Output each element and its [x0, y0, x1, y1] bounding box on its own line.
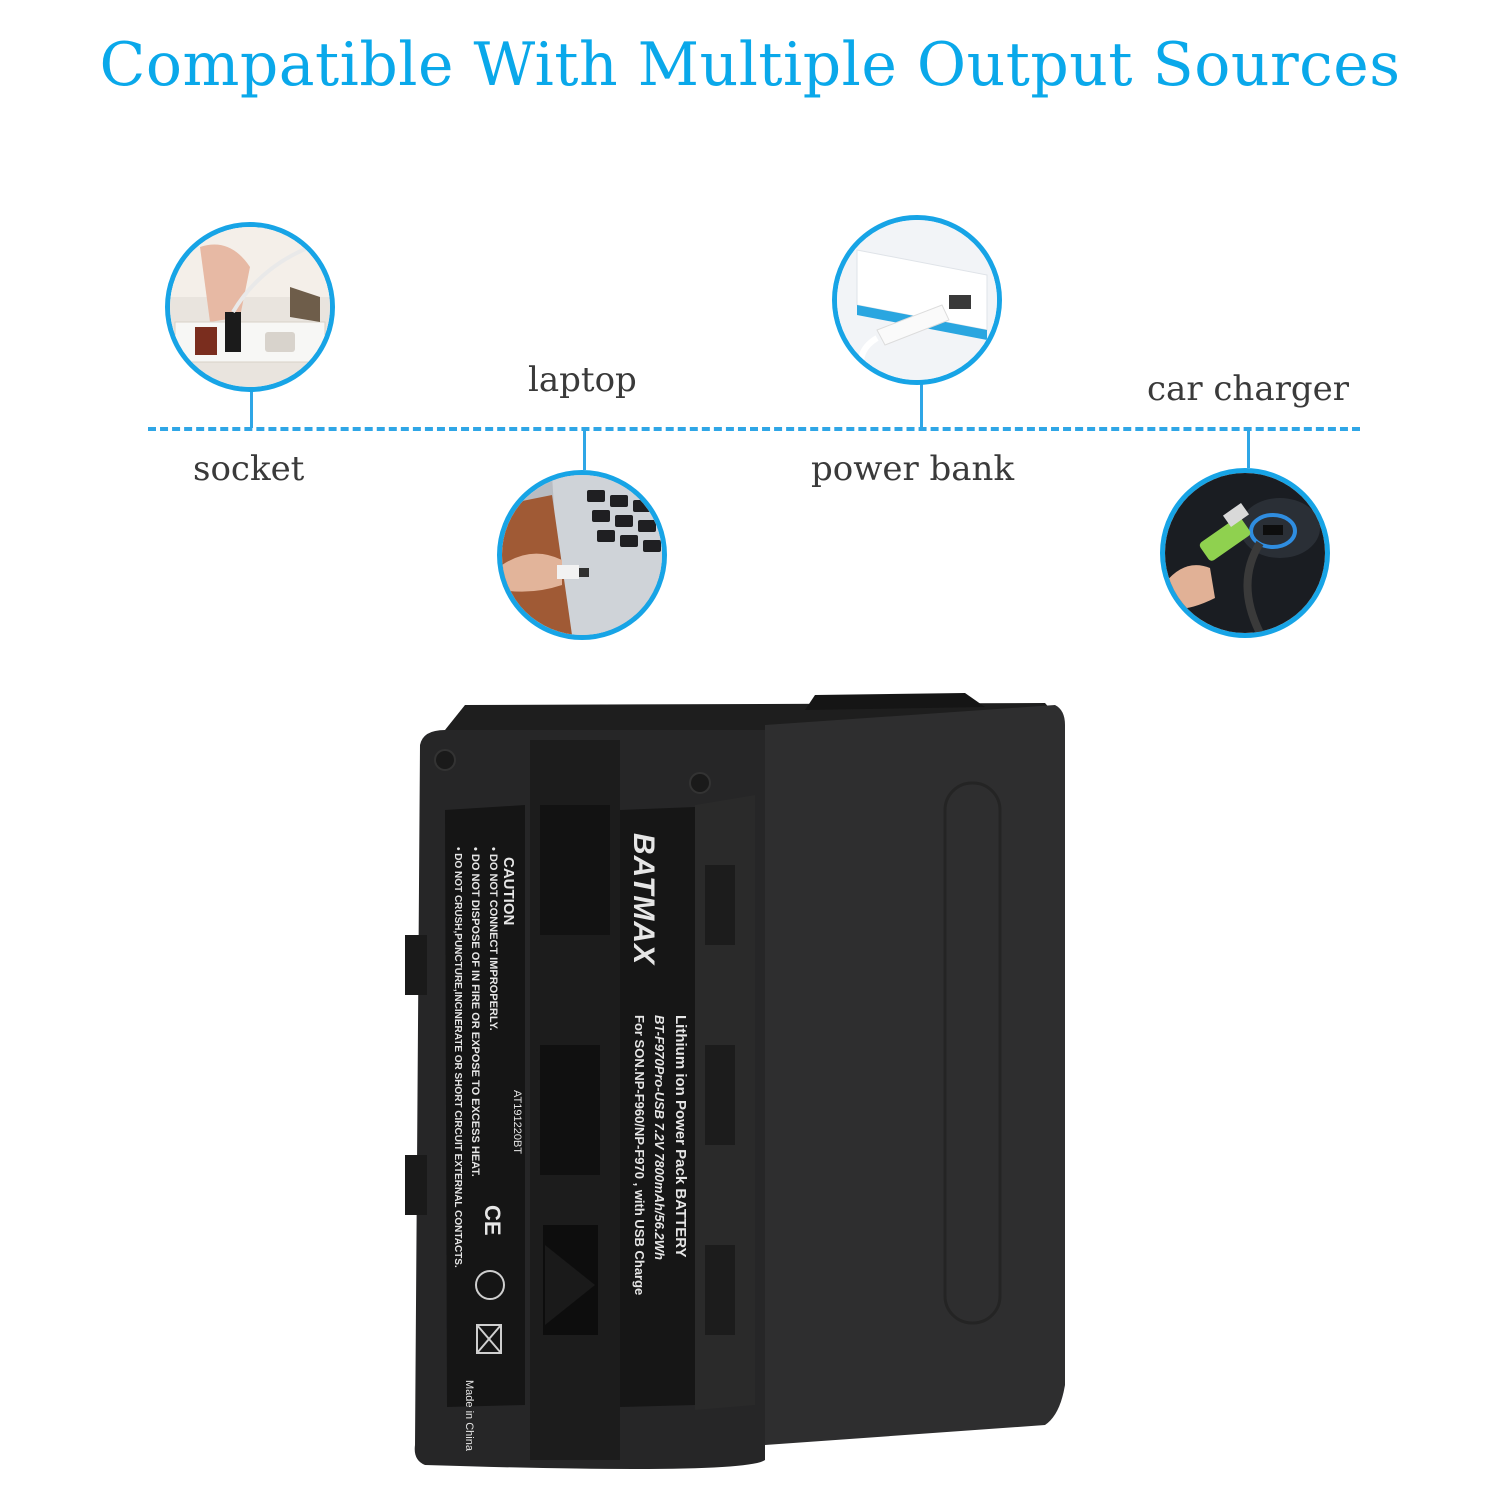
connector-laptop: [583, 428, 586, 470]
product-title: Lithium ion Power Pack BATTERY: [672, 1015, 689, 1258]
socket-plug-icon: [170, 227, 330, 387]
source-label-laptop: laptop: [528, 360, 637, 400]
power-bank-icon: [837, 220, 997, 380]
connector-car-charger: [1247, 428, 1250, 468]
caution-line-1: • DO NOT CONNECT IMPROPERLY.: [487, 847, 499, 1031]
source-label-power-bank: power bank: [811, 449, 1015, 489]
page-title: Compatible With Multiple Output Sources: [99, 30, 1401, 100]
compat-line: For SON.NP-F960/NP-F970 , with USB Charg…: [632, 1015, 647, 1296]
connector-power-bank: [920, 380, 923, 428]
laptop-usb-icon: [502, 475, 662, 635]
dashed-timeline: [148, 427, 1360, 431]
source-label-car-charger: car charger: [1147, 369, 1349, 409]
source-socket-image: [165, 222, 335, 392]
model-line: BT-F970Pro-USB 7.2V 7800mAh/56.2Wh: [652, 1015, 667, 1260]
batch-code: AT191220BT: [511, 1090, 523, 1155]
car-charger-icon: [1165, 473, 1325, 633]
brand-logo: BATMAX: [627, 833, 660, 966]
battery-shape: [405, 693, 1065, 1469]
made-in-label: Made in China: [463, 1380, 475, 1451]
source-car-charger-image: [1160, 468, 1330, 638]
battery-product-image: CAUTION • DO NOT CONNECT IMPROPERLY. • D…: [405, 685, 1085, 1475]
source-label-socket: socket: [193, 449, 305, 489]
ce-mark: CE: [480, 1205, 505, 1236]
caution-line-2: • DO NOT DISPOSE OF IN FIRE OR EXPOSE TO…: [469, 847, 481, 1177]
caution-title: CAUTION: [500, 857, 517, 926]
source-laptop-image: [497, 470, 667, 640]
source-power-bank-image: [832, 215, 1002, 385]
caution-line-3: • DO NOT CRUSH,PUNCTURE,INCINERATE OR SH…: [452, 847, 463, 1268]
